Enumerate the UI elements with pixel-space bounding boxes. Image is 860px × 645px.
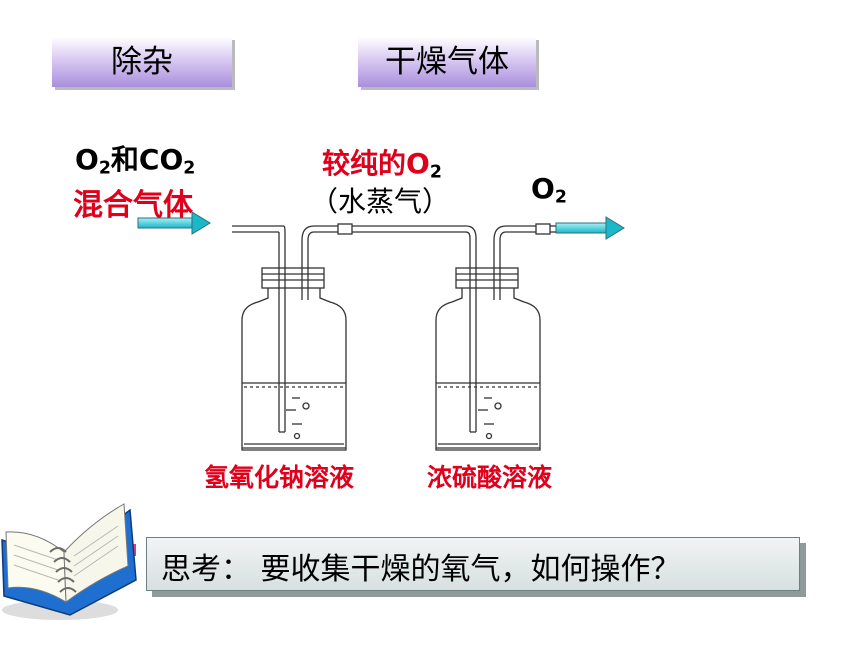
wash-bottle-sulfuric-acid: [435, 238, 541, 451]
header-dry-gas: 干燥气体: [358, 37, 536, 87]
inlet-mixture-label: 混合气体: [73, 188, 193, 223]
inlet-arrow: [137, 211, 211, 235]
open-book-icon: [1, 503, 137, 620]
middle-gas-label: 较纯的O2: [322, 147, 442, 183]
question-text: 思考： 要收集干燥的氧气，如何操作？: [161, 552, 681, 587]
wash-bottle-naoh: [241, 232, 347, 451]
water-vapor-note: （水蒸气）: [310, 185, 451, 218]
outlet-arrow: [555, 216, 625, 240]
question-box: 思考： 要收集干燥的氧气，如何操作？: [146, 537, 800, 591]
bottle-label-naoh: 氢氧化钠溶液: [204, 463, 355, 492]
outlet-formula: O2: [531, 172, 567, 208]
inlet-formula: O2和CO2: [75, 143, 196, 179]
header-remove-impurity: 除杂: [52, 37, 232, 87]
bottle-label-h2so4: 浓硫酸溶液: [427, 463, 553, 492]
